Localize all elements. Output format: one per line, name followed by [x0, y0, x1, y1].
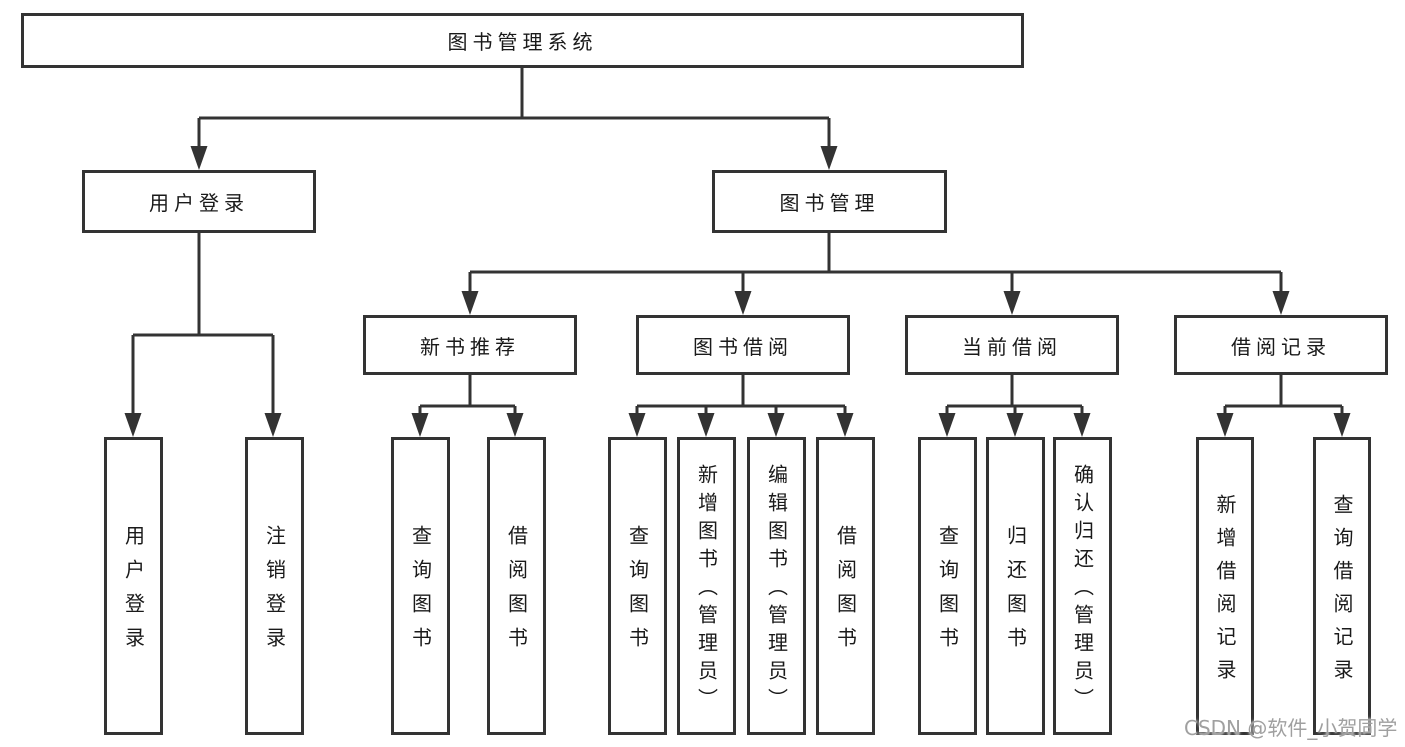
node-user-login: 用户登录	[82, 170, 316, 233]
leaf-edit-books-admin-label: 编辑图书（管理员）	[764, 464, 789, 716]
node-book-management: 图书管理	[712, 170, 947, 233]
arrowheads	[124, 146, 1351, 437]
leaf-query-borrow-record-label: 查询借阅记录	[1330, 493, 1354, 692]
leaf-query-books-borrow-label: 查询图书	[625, 525, 650, 661]
node-new-book-recommendation: 新书推荐	[363, 315, 577, 375]
leaf-add-borrow-record: 新增借阅记录	[1196, 437, 1254, 735]
leaf-query-books-recommend: 查询图书	[391, 437, 450, 735]
leaf-logout: 注销登录	[245, 437, 304, 735]
leaf-query-borrow-record: 查询借阅记录	[1313, 437, 1371, 735]
node-borrowing-records: 借阅记录	[1174, 315, 1388, 375]
leaf-edit-books-admin: 编辑图书（管理员）	[747, 437, 806, 735]
node-current-borrowing: 当前借阅	[905, 315, 1119, 375]
connector-lines	[131, 68, 1344, 419]
leaf-confirm-return-admin-label: 确认归还（管理员）	[1070, 464, 1095, 716]
leaf-borrow-books-recommend: 借阅图书	[487, 437, 546, 735]
node-book-borrowing: 图书借阅	[636, 315, 850, 375]
csdn-watermark: CSDN @软件_小贺同学	[1184, 716, 1398, 740]
leaf-borrow-books: 借阅图书	[816, 437, 875, 735]
leaf-user-login: 用户登录	[104, 437, 163, 735]
leaf-add-books-admin-label: 新增图书（管理员）	[694, 464, 719, 716]
leaf-confirm-return-admin: 确认归还（管理员）	[1053, 437, 1112, 735]
leaf-return-books-label: 归还图书	[1003, 525, 1028, 661]
leaf-query-books-borrow: 查询图书	[608, 437, 667, 735]
leaf-query-books-current-label: 查询图书	[935, 525, 960, 661]
leaf-return-books: 归还图书	[986, 437, 1045, 735]
node-library-management-system: 图书管理系统	[21, 13, 1024, 68]
leaf-user-login-label: 用户登录	[121, 525, 146, 661]
leaf-borrow-books-label: 借阅图书	[833, 525, 858, 661]
leaf-add-borrow-record-label: 新增借阅记录	[1213, 493, 1237, 692]
leaf-logout-label: 注销登录	[262, 525, 287, 661]
leaf-borrow-books-recommend-label: 借阅图书	[504, 525, 529, 661]
leaf-add-books-admin: 新增图书（管理员）	[677, 437, 736, 735]
leaf-query-books-recommend-label: 查询图书	[408, 525, 433, 661]
leaf-query-books-current: 查询图书	[918, 437, 977, 735]
